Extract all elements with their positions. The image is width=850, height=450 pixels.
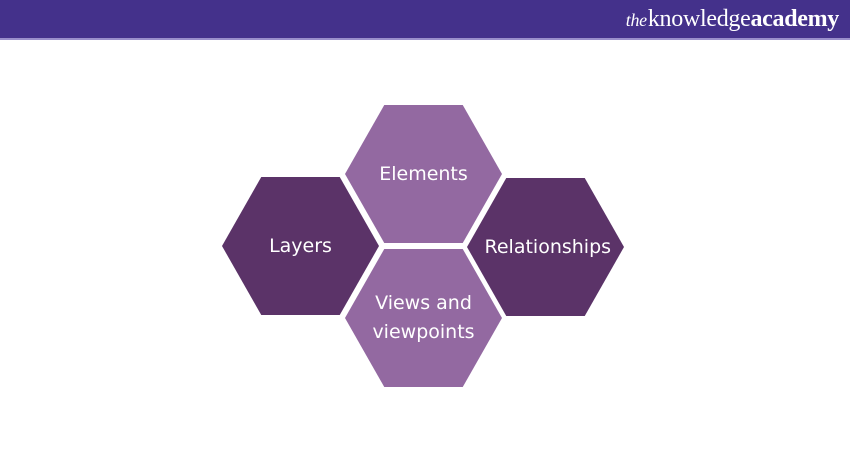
logo-the: the (625, 10, 647, 30)
header-bar: theknowledgeacademy (0, 0, 850, 40)
hexagon-views-and-viewpoints-label: Views and viewpoints (372, 292, 475, 343)
hexagon-views-and-viewpoints: Views and viewpoints (345, 249, 502, 387)
logo-knowledge: knowledge (647, 6, 751, 32)
hexagon-layers: Layers (222, 177, 379, 315)
hexagon-relationships: Relationships (467, 178, 624, 316)
hexagon-elements-label: Elements (379, 162, 468, 185)
knowledge-academy-logo[interactable]: theknowledgeacademy (625, 6, 840, 32)
hexagon-elements: Elements (345, 105, 502, 243)
logo-academy: academy (750, 6, 839, 32)
hexagon-layers-label: Layers (269, 234, 332, 257)
hexagon-relationships-label: Relationships (484, 235, 612, 258)
